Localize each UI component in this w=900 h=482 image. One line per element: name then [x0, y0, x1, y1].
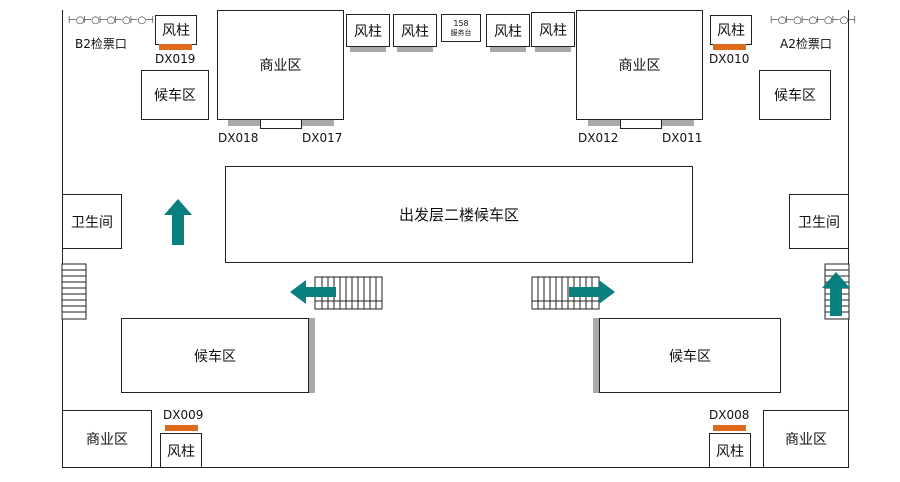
b2-turnstile-icon: ⊢○⊢○⊢○⊢○⊢○⊣	[68, 15, 154, 26]
pillar-label: 风柱	[717, 23, 745, 39]
waiting-area-bottom-left-bar	[309, 318, 315, 393]
commercial-zone-top-right: 商业区	[576, 10, 703, 120]
pillar-base	[397, 47, 433, 52]
pillar-label: 风柱	[167, 443, 195, 460]
shop-entrance-right	[620, 119, 662, 129]
room-label: 商业区	[86, 432, 128, 448]
waiting-area-top-right: 候车区	[759, 70, 831, 120]
pillar-label: 风柱	[354, 23, 382, 40]
pillar-top-left: 风柱	[155, 15, 197, 45]
ad-code-dx009: DX009	[163, 408, 204, 422]
ad-code-dx011: DX011	[662, 131, 703, 145]
ad-slot-dx011-bar	[662, 120, 694, 126]
service-desk-number: 158	[453, 18, 469, 28]
ad-slot-dx017-bar	[302, 120, 334, 126]
room-label: 商业区	[259, 58, 302, 74]
ad-slot-dx009[interactable]	[165, 425, 198, 431]
room-label: 卫生间	[798, 214, 840, 231]
ad-slot-dx010[interactable]	[713, 44, 746, 50]
commercial-zone-bottom-left: 商业区	[62, 410, 152, 468]
pillar-label: 风柱	[162, 23, 190, 39]
pillar-base	[490, 47, 526, 52]
room-label: 候车区	[669, 348, 711, 365]
waiting-area-bottom-right-bar	[593, 318, 599, 393]
room-label: 候车区	[774, 88, 816, 104]
pillar-top-right: 风柱	[710, 15, 752, 45]
pillar-bottom-right: 风柱	[709, 433, 751, 468]
right-arrow-icon	[569, 280, 615, 304]
shop-entrance-left	[260, 119, 302, 129]
waiting-area-bottom-left: 候车区	[121, 318, 309, 393]
central-waiting-hall: 出发层二楼候车区	[225, 166, 693, 263]
pillar-top-center-1: 风柱	[346, 14, 390, 47]
pillar-label: 风柱	[401, 23, 429, 40]
restroom-left: 卫生间	[62, 194, 122, 249]
up-arrow-icon	[822, 272, 850, 316]
room-label: 候车区	[154, 88, 196, 104]
b2-gate-label: B2检票口	[75, 37, 127, 51]
pillar-top-center-4: 风柱	[531, 12, 575, 47]
restroom-right: 卫生间	[789, 194, 849, 249]
commercial-zone-top-left: 商业区	[217, 10, 344, 120]
pillar-label: 风柱	[494, 23, 522, 40]
ad-code-dx012: DX012	[578, 131, 619, 145]
stairs-icon	[61, 263, 87, 320]
ad-code-dx018: DX018	[218, 131, 259, 145]
room-label: 候车区	[194, 348, 236, 365]
pillar-label: 风柱	[716, 443, 744, 460]
left-arrow-icon	[290, 280, 336, 304]
room-label: 卫生间	[71, 214, 113, 231]
ad-slot-dx019[interactable]	[159, 44, 192, 50]
pillar-bottom-left: 风柱	[160, 433, 202, 468]
room-label: 商业区	[618, 58, 661, 74]
stairs-icon	[314, 276, 383, 310]
room-label: 商业区	[785, 432, 827, 448]
commercial-zone-bottom-right: 商业区	[763, 410, 849, 468]
ad-slot-dx012-bar	[588, 120, 620, 126]
pillar-top-center-3: 风柱	[486, 14, 530, 47]
pillar-base	[350, 47, 386, 52]
pillar-top-center-2: 风柱	[393, 14, 437, 47]
a2-turnstile-icon: ⊢○⊢○⊢○⊢○⊢○⊣	[770, 15, 856, 26]
ad-code-dx017: DX017	[302, 131, 343, 145]
room-label: 出发层二楼候车区	[398, 206, 519, 224]
waiting-area-bottom-right: 候车区	[599, 318, 781, 393]
ad-code-dx010: DX010	[709, 52, 750, 66]
pillar-label: 风柱	[539, 22, 567, 39]
ad-slot-dx018-bar	[228, 120, 260, 126]
service-desk-label: 服务台	[450, 28, 472, 37]
ad-slot-dx008[interactable]	[713, 425, 746, 431]
pillar-base	[535, 47, 571, 52]
ad-code-dx008: DX008	[709, 408, 750, 422]
waiting-area-top-left: 候车区	[141, 70, 209, 120]
ad-code-dx019: DX019	[155, 52, 196, 66]
up-arrow-icon	[164, 199, 192, 245]
service-desk[interactable]: 158 服务台	[441, 14, 481, 42]
a2-gate-label: A2检票口	[780, 37, 832, 51]
